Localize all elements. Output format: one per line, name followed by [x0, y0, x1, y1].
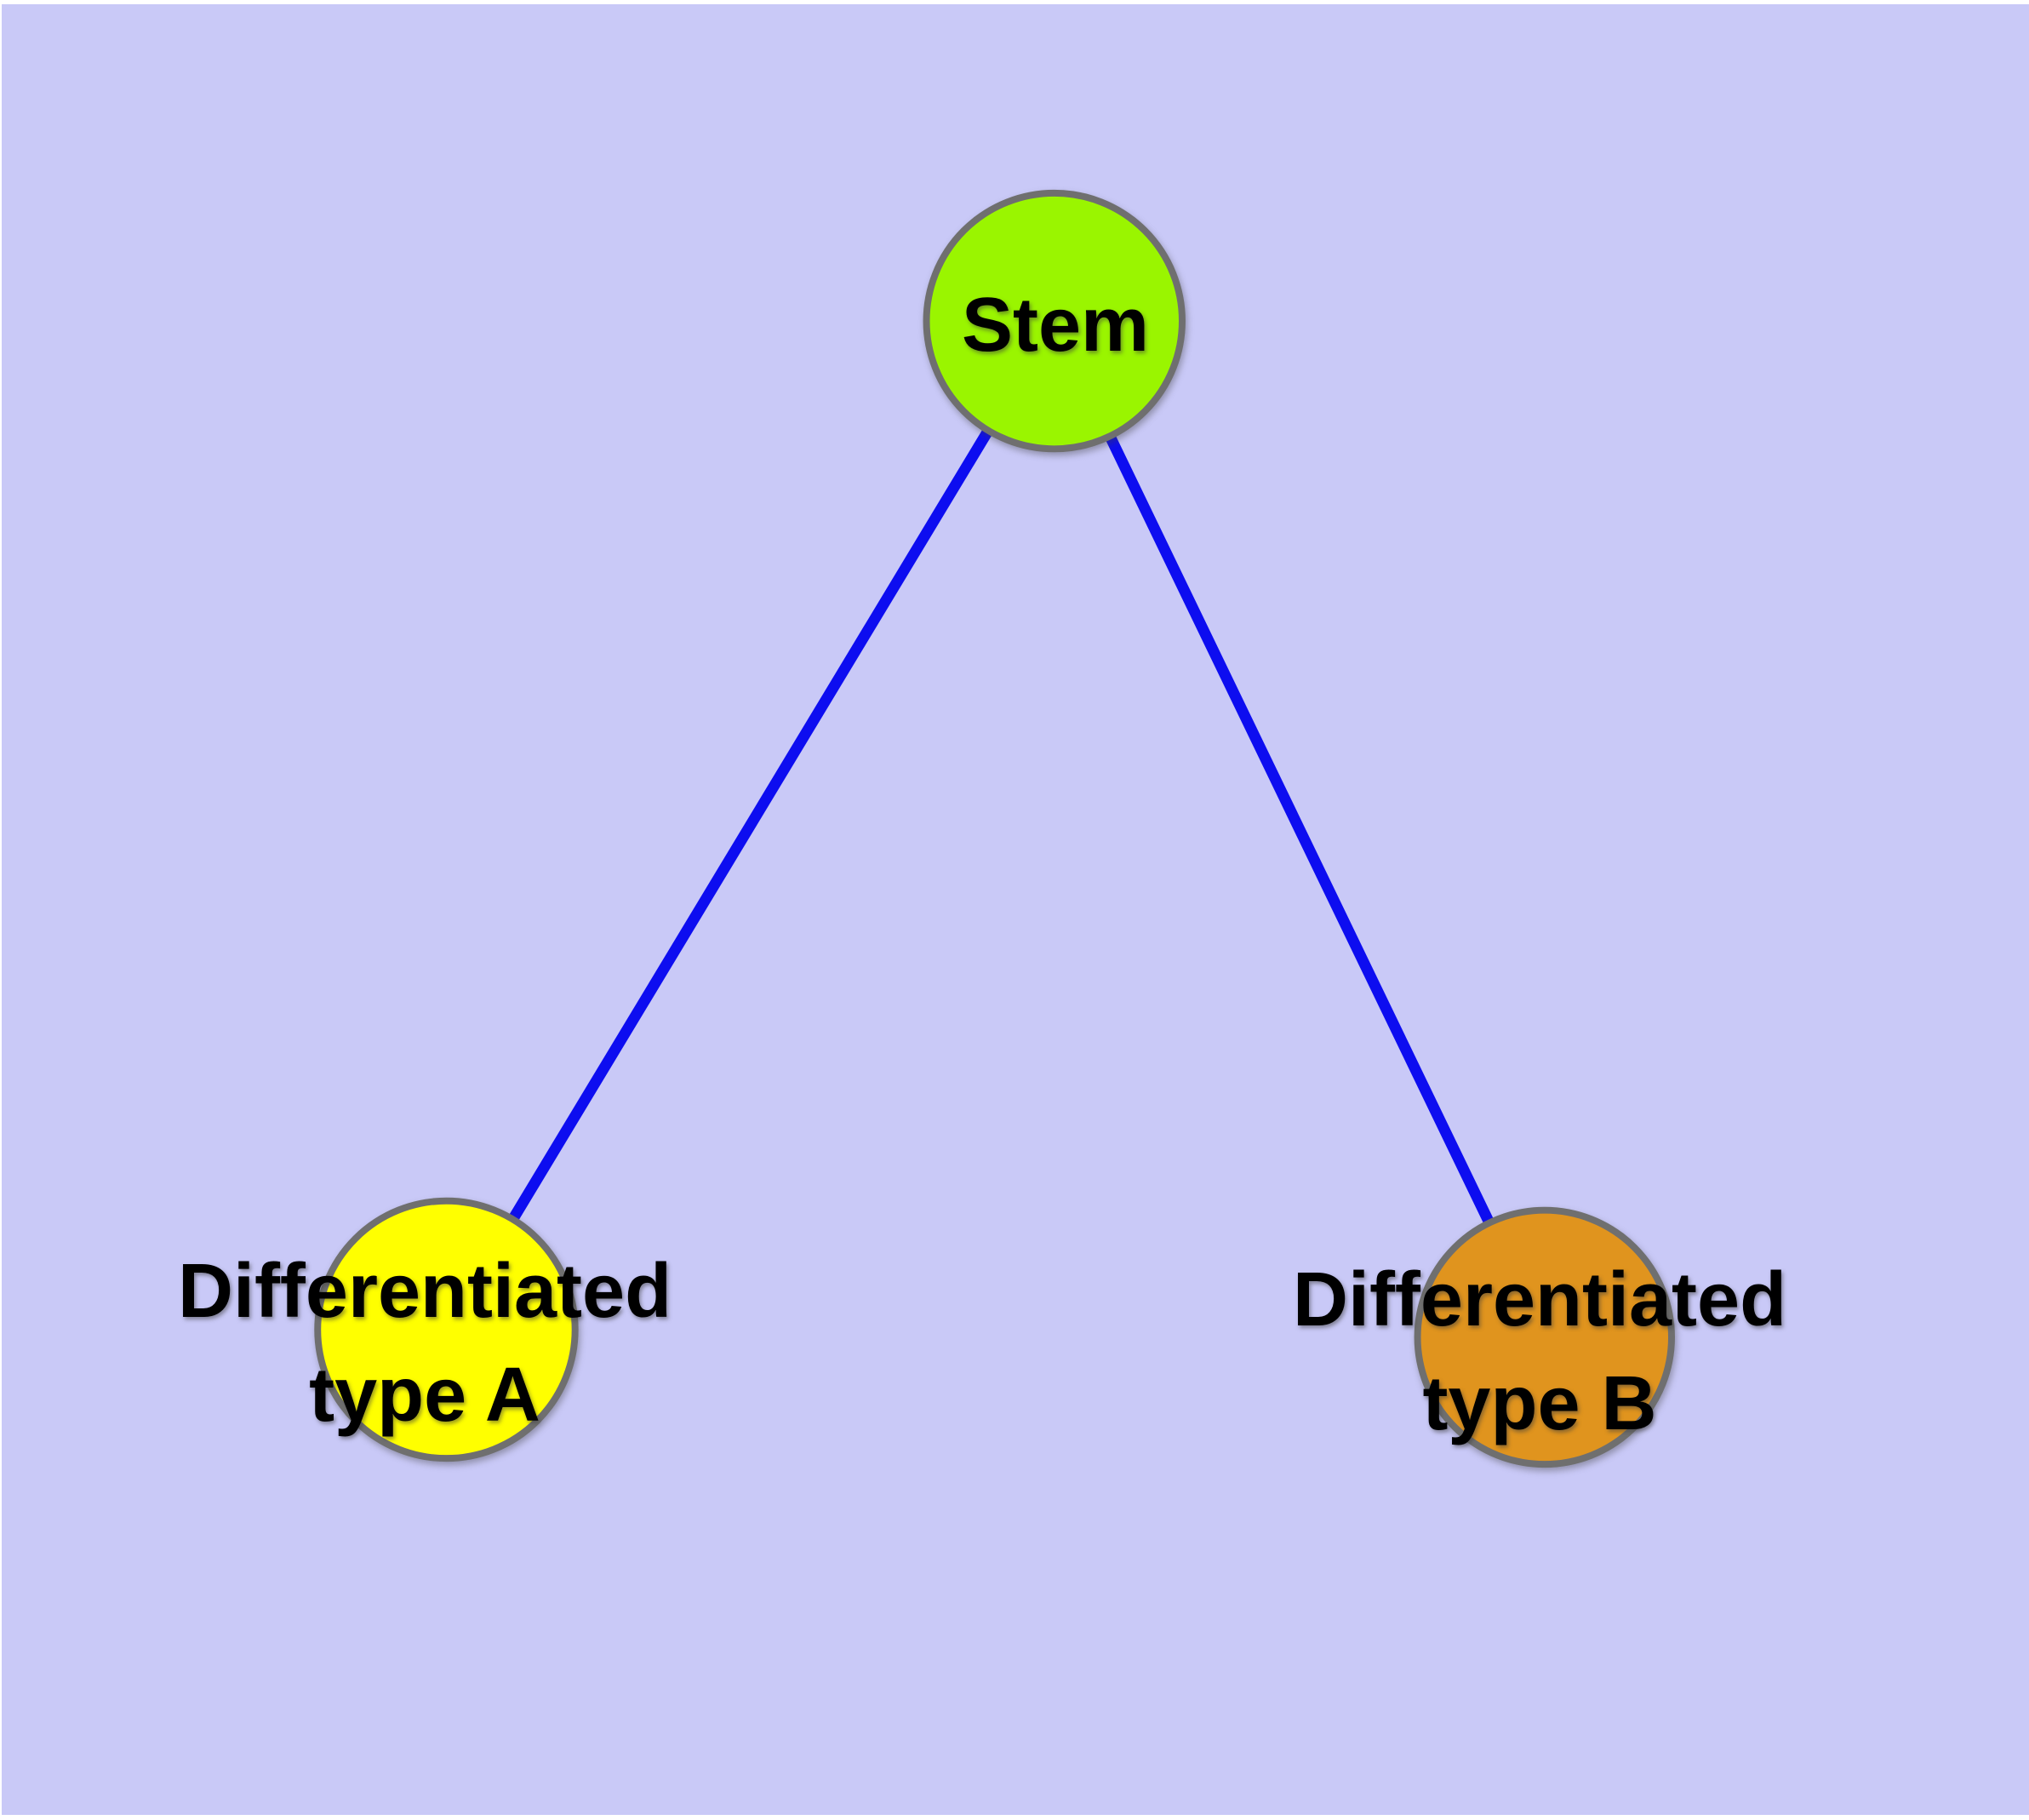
node-differentiated-type-b-circle: [1414, 1206, 1675, 1468]
edge-stem-to-differentiated-type-a: [441, 318, 1060, 1333]
node-stem-circle: [923, 189, 1186, 453]
node-differentiated-type-a-circle: [314, 1197, 579, 1462]
edge-stem-to-differentiated-type-b: [1049, 318, 1550, 1340]
diagram-canvas: Stem Differentiated type A Differentiate…: [2, 4, 2029, 1815]
graph-canvas: [314, 189, 1675, 1468]
